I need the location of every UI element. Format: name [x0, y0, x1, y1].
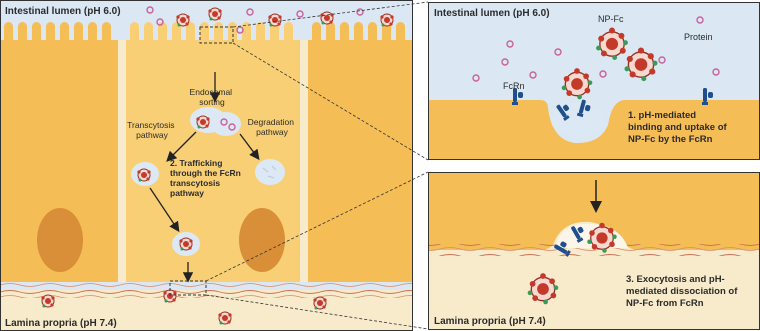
nanoparticle: [320, 12, 333, 25]
np-fc-label: NP-Fc: [598, 14, 624, 24]
lamina-label: Lamina propria (pH 7.4): [5, 318, 117, 329]
lumen-label: Intestinal lumen (pH 6.0): [5, 6, 121, 17]
nanoparticle: [41, 295, 54, 308]
protein-label: Protein: [684, 32, 713, 42]
top-right-panel: Intestinal lumen (pH 6.0) NP-Fc Protein …: [428, 2, 760, 160]
nanoparticle: [313, 297, 326, 310]
nucleus: [37, 208, 83, 272]
lumen-label: Intestinal lumen (pH 6.0): [434, 8, 550, 19]
nanoparticle: [176, 14, 189, 27]
nanoparticle: [268, 14, 281, 27]
nanoparticle: [163, 290, 176, 303]
epithelial-cell-3: [308, 40, 413, 282]
cell-junction: [118, 40, 126, 282]
left-panel: Intestinal lumen (pH 6.0) Lamina propria…: [0, 0, 413, 331]
cell-junction: [300, 40, 308, 282]
nanoparticle: [196, 116, 209, 129]
microvilli: [4, 22, 405, 46]
nanoparticle: [137, 169, 150, 182]
degradation-vesicle: [255, 159, 285, 185]
bottom-right-panel: 3. Exocytosis and pH- mediated dissociat…: [428, 172, 760, 330]
nanoparticle: [218, 312, 231, 325]
nanoparticle: [380, 14, 393, 27]
fcrn-label: FcRn: [503, 81, 525, 91]
lamina-label: Lamina propria (pH 7.4): [434, 316, 546, 327]
nucleus: [239, 208, 285, 272]
nanoparticle: [179, 238, 192, 251]
nanoparticle: [208, 8, 221, 21]
